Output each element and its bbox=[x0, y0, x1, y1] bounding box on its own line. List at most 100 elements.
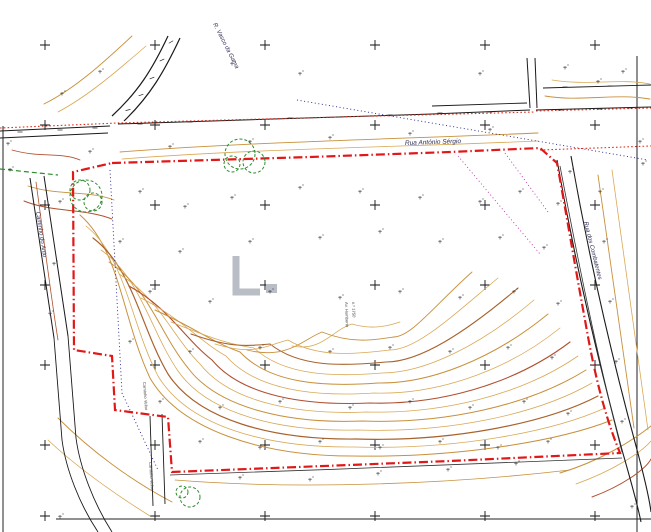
road-edge bbox=[526, 57, 531, 109]
contour-line bbox=[43, 35, 133, 105]
blue-dotted-line bbox=[109, 169, 159, 471]
spot-elevation-marker bbox=[397, 288, 405, 294]
spot-elevation-marker bbox=[307, 476, 315, 482]
contour-line bbox=[246, 271, 473, 354]
grid-cross-icon bbox=[150, 360, 160, 370]
contour-line bbox=[100, 249, 593, 431]
lane-edge bbox=[161, 413, 166, 505]
grid-cross-icon bbox=[370, 280, 380, 290]
grid-cross-icon bbox=[260, 40, 270, 50]
grid-cross-icon bbox=[150, 200, 160, 210]
spot-elevation-marker bbox=[619, 418, 627, 424]
contour-line bbox=[559, 425, 651, 474]
contour-line bbox=[47, 439, 151, 517]
spot-elevation-marker bbox=[47, 310, 55, 316]
road-tick-layer bbox=[17, 40, 633, 133]
spot-elevation-marker bbox=[5, 140, 13, 146]
grid-cross-icon bbox=[150, 120, 160, 130]
spot-elevation-marker bbox=[117, 238, 125, 244]
grid-cross-icon bbox=[260, 440, 270, 450]
spot-elevation-marker bbox=[375, 470, 383, 476]
grid-cross-icon bbox=[370, 40, 380, 50]
red-dotted-alignment bbox=[535, 107, 651, 112]
spot-elevation-marker bbox=[555, 200, 563, 206]
contour-line bbox=[92, 237, 599, 440]
tree-layer bbox=[69, 138, 266, 508]
road-antonio-edge bbox=[431, 102, 528, 107]
spot-elevation-marker bbox=[597, 188, 605, 194]
road-tick-icon bbox=[149, 76, 155, 80]
spot-elevation-marker bbox=[97, 68, 105, 74]
contour-line bbox=[214, 277, 499, 354]
tree-icon bbox=[223, 155, 241, 173]
spot-elevation-marker bbox=[629, 503, 637, 509]
spot-elevation-marker bbox=[497, 234, 505, 240]
spot-elevation-marker bbox=[182, 203, 190, 209]
spot-elevation-marker bbox=[347, 404, 355, 410]
contour-line bbox=[85, 225, 606, 448]
grid-cross-icon bbox=[260, 360, 270, 370]
green-dashed-line bbox=[0, 168, 59, 176]
red-dotted-alignment bbox=[0, 111, 536, 129]
tree-icon bbox=[224, 138, 256, 170]
spot-elevation-marker bbox=[487, 126, 495, 132]
spot-elevation-marker bbox=[7, 166, 15, 172]
grid-cross-icon bbox=[40, 511, 50, 521]
contour-line bbox=[174, 469, 571, 486]
spot-elevation-marker bbox=[157, 398, 165, 404]
grid-cross-icon bbox=[370, 360, 380, 370]
contour-line bbox=[23, 200, 113, 220]
contour-line bbox=[544, 95, 651, 100]
spot-elevation-marker bbox=[237, 474, 245, 480]
road-tick-icon bbox=[125, 109, 131, 111]
fence-line bbox=[169, 457, 623, 476]
fence-line bbox=[559, 165, 623, 453]
grid-cross-icon bbox=[150, 40, 160, 50]
road-caminho-edge bbox=[29, 177, 55, 339]
contour-line bbox=[597, 174, 635, 429]
contour-line bbox=[118, 273, 579, 413]
contour-line bbox=[291, 321, 401, 348]
contour-line bbox=[57, 417, 173, 503]
contour-line bbox=[119, 132, 539, 153]
road-edge bbox=[0, 132, 109, 139]
annotation-label-center: Av. Humberto bbox=[344, 302, 350, 328]
contour-layer bbox=[11, 35, 651, 517]
red-dotted-alignment bbox=[539, 145, 651, 151]
spot-elevation-marker bbox=[137, 188, 145, 194]
annotation-label-center: n.º 1750 bbox=[351, 302, 357, 318]
annotation-label: Caminho Velho bbox=[142, 382, 149, 411]
spot-elevation-marker bbox=[447, 348, 455, 354]
spot-elevation-marker bbox=[607, 298, 615, 304]
street-label-antonio-sergio: Rua António Sérgio bbox=[405, 138, 462, 147]
spot-elevation-marker bbox=[377, 228, 385, 234]
road-tick-icon bbox=[159, 58, 165, 62]
grid-cross-icon bbox=[40, 360, 50, 370]
contour-line bbox=[140, 297, 561, 395]
spot-elevation-marker bbox=[562, 64, 570, 70]
spot-elevation-marker bbox=[317, 438, 325, 444]
road-edge bbox=[542, 84, 651, 89]
tree-icon bbox=[179, 486, 201, 508]
lane-edge bbox=[149, 415, 154, 507]
grid-cross-icon bbox=[590, 40, 600, 50]
grid-cross-icon bbox=[40, 40, 50, 50]
spot-elevation-layer bbox=[5, 60, 648, 519]
tree-icon bbox=[83, 192, 103, 212]
contour-line bbox=[591, 458, 651, 498]
contour-line bbox=[35, 181, 59, 341]
contour-line bbox=[575, 440, 651, 485]
road-tick-icon bbox=[138, 93, 144, 97]
street-label-vasco-da-gama: R. Vasco da Gama bbox=[211, 22, 240, 70]
grid-cross-icon bbox=[40, 120, 50, 130]
contour-line bbox=[611, 169, 649, 431]
grid-cross-layer bbox=[40, 40, 600, 521]
spot-elevation-marker bbox=[317, 234, 325, 240]
grid-cross-icon bbox=[590, 440, 600, 450]
spot-elevation-marker bbox=[505, 344, 513, 350]
spot-elevation-marker bbox=[247, 138, 255, 144]
grid-cross-icon bbox=[480, 280, 490, 290]
grid-cross-icon bbox=[370, 440, 380, 450]
